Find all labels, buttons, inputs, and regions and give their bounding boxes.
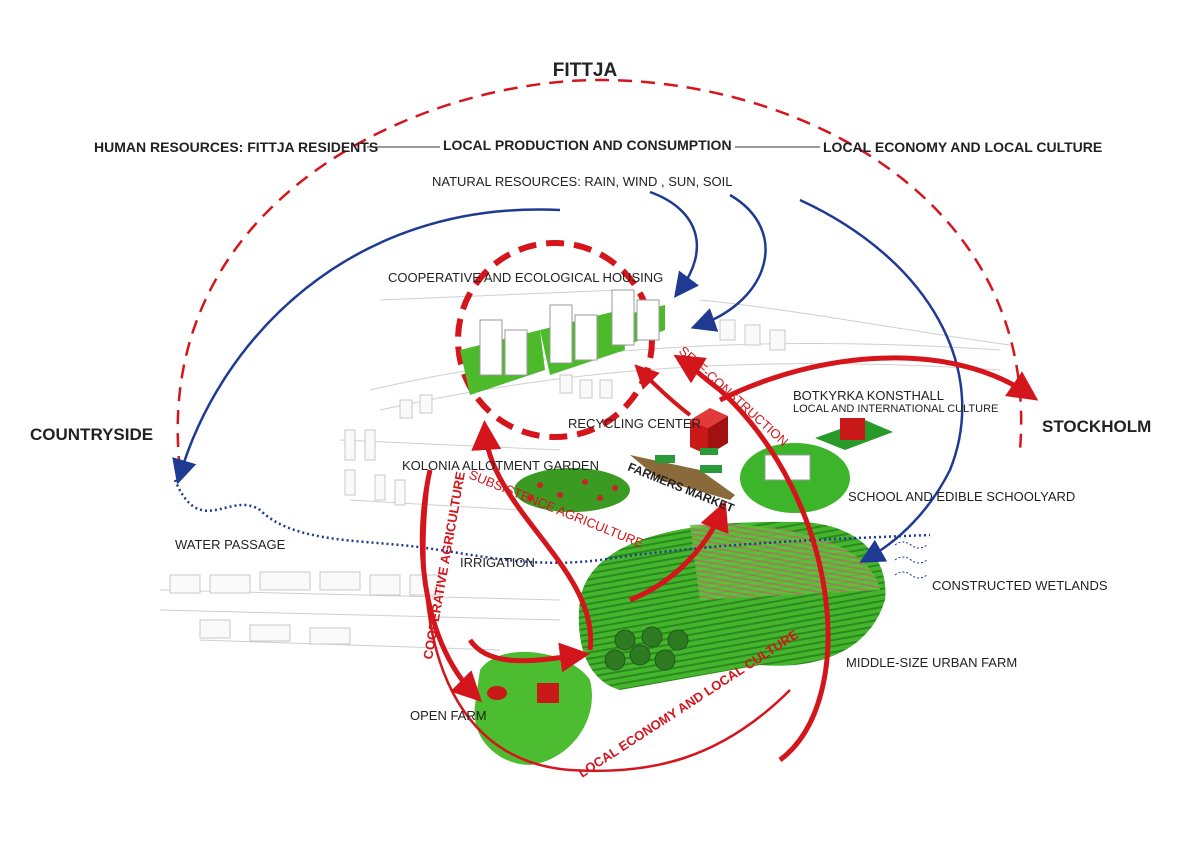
recycling-label: RECYCLING CENTER xyxy=(568,416,701,431)
countryside-label: COUNTRYSIDE xyxy=(30,425,153,444)
garden-flowers xyxy=(527,479,618,501)
wetland-waves xyxy=(894,541,928,579)
irrigation-label: IRRIGATION xyxy=(460,555,535,570)
header-local-economy: LOCAL ECONOMY AND LOCAL CULTURE xyxy=(823,139,1102,155)
konsthall-model xyxy=(815,418,893,450)
natural-resource-arrows xyxy=(172,190,964,563)
natural-resources-label: NATURAL RESOURCES: RAIN, WIND , SUN, SOI… xyxy=(432,174,733,189)
kolonia-garden xyxy=(514,468,630,512)
stockholm-label: STOCKHOLM xyxy=(1042,417,1151,436)
wetlands-label: CONSTRUCTED WETLANDS xyxy=(932,578,1108,593)
konsthall-sublabel: LOCAL AND INTERNATIONAL CULTURE xyxy=(793,403,998,415)
city-blocks xyxy=(169,319,786,645)
open-farm-label: OPEN FARM xyxy=(410,708,487,723)
school-label: SCHOOL AND EDIBLE SCHOOLYARD xyxy=(848,489,1075,504)
header-human-resources: HUMAN RESOURCES: FITTJA RESIDENTS xyxy=(94,139,378,155)
urban-farm xyxy=(578,521,886,690)
title: FITTJA xyxy=(553,60,618,81)
water-passage-line xyxy=(173,479,931,565)
konsthall-label: BOTKYRKA KONSTHALL xyxy=(793,388,944,403)
flow-arrows xyxy=(419,354,1039,773)
water-passage-label: WATER PASSAGE xyxy=(175,537,286,552)
housing-label: COOPERATIVE AND ECOLOGICAL HOUSING xyxy=(388,270,663,285)
open-farm xyxy=(474,651,592,765)
fittja-boundary-arc xyxy=(176,78,1023,471)
header-local-production: LOCAL PRODUCTION AND CONSUMPTION xyxy=(443,137,732,153)
housing-buildings xyxy=(460,289,665,395)
urban-farm-label: MIDDLE-SIZE URBAN FARM xyxy=(846,655,1017,670)
kolonia-label: KOLONIA ALLOTMENT GARDEN xyxy=(402,458,599,473)
recycling-center-cube xyxy=(690,408,728,455)
farmers-market-stalls xyxy=(630,448,735,500)
school-schoolyard xyxy=(740,443,850,513)
